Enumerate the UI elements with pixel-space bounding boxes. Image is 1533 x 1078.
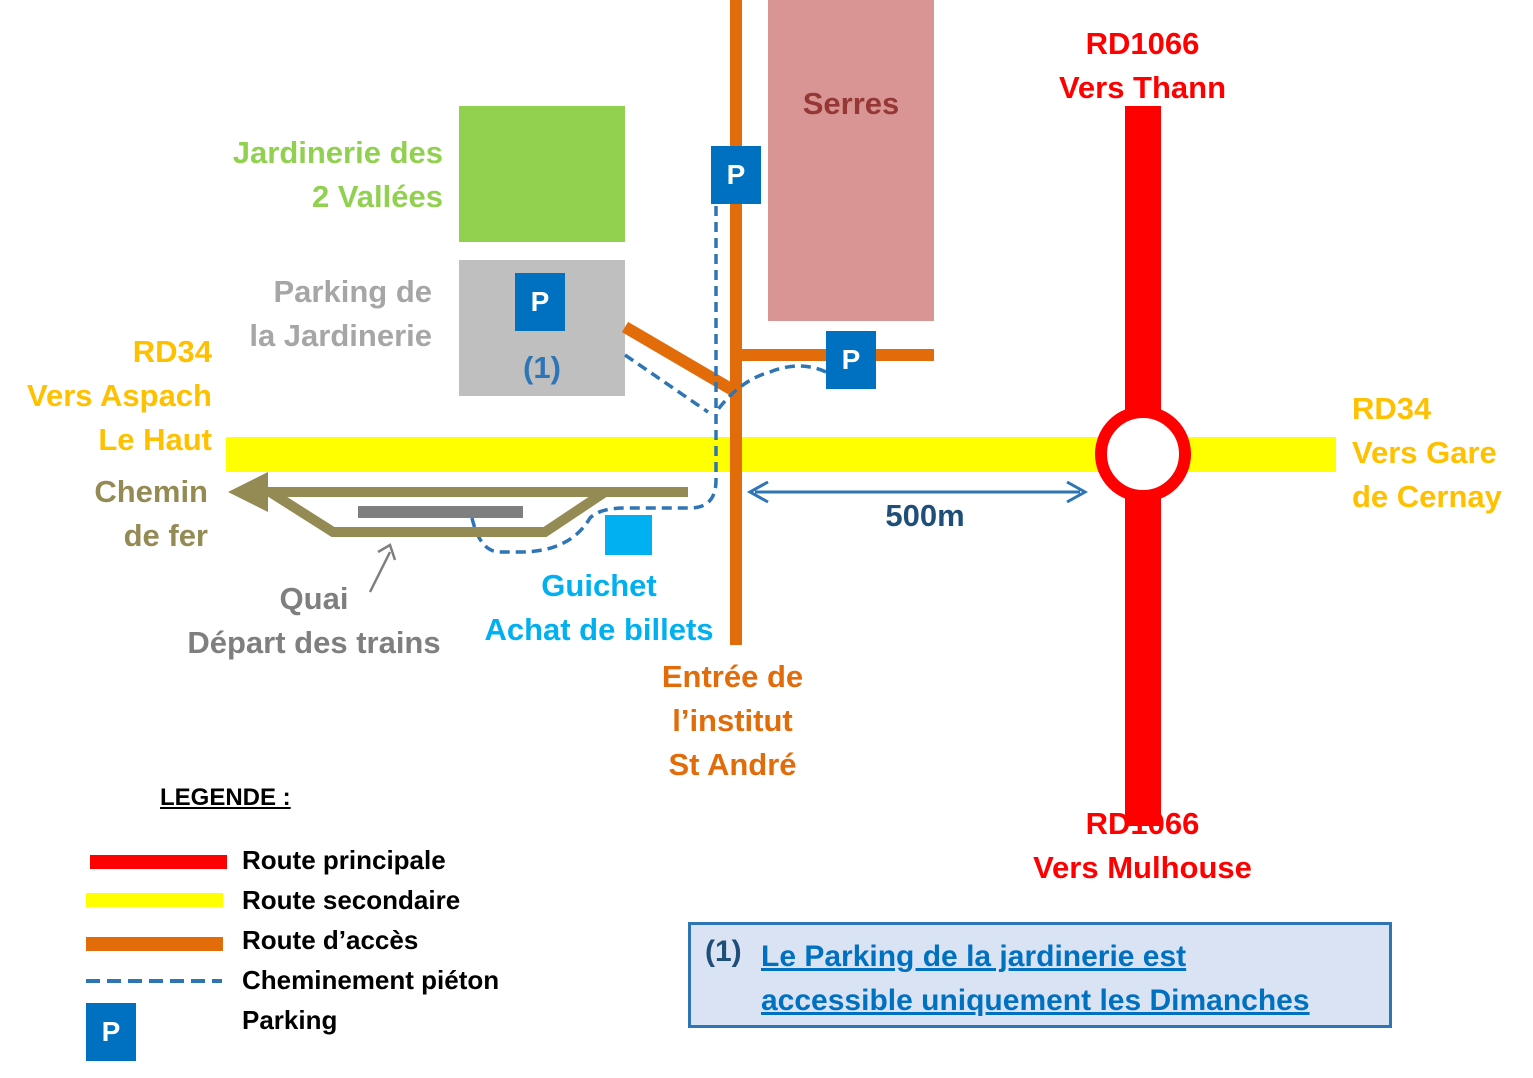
parking-icon-greenhouses[interactable]: P <box>826 331 876 389</box>
platform-block <box>358 506 523 518</box>
distance-arrow-right-head <box>1066 480 1089 504</box>
legend-label-secondary-road: Route secondaire <box>242 885 461 915</box>
parking-icon-garden[interactable]: P <box>515 273 565 331</box>
legend-swatch-main-road <box>90 855 227 869</box>
garden-center-block <box>459 106 625 242</box>
distance-arrow-left-head <box>746 480 769 504</box>
legend-label-parking: Parking <box>242 1005 338 1035</box>
platform-pointer-arrow <box>368 551 392 593</box>
label-ticket-office: Guichet Achat de billets <box>484 568 714 647</box>
legend-parking-icon: P <box>86 1003 136 1061</box>
parking-icon-north[interactable]: P <box>711 146 761 204</box>
greenhouses-block <box>768 0 934 321</box>
label-rd34-east: RD34 Vers Gare de Cernay <box>1352 391 1502 514</box>
access-road-to-garden-parking[interactable] <box>621 321 740 398</box>
label-distance: 500m <box>885 498 965 533</box>
legend-swatch-access-road <box>86 937 223 951</box>
label-institute-entrance: Entrée de l’institut St André <box>661 659 804 782</box>
label-rd1066-north: RD1066 Vers Thann <box>1058 26 1227 105</box>
label-platform: Quai Départ des trains <box>187 581 441 660</box>
platform-pointer-arrowhead <box>377 543 397 561</box>
pedestrian-path-greenhouse-parking <box>714 364 827 414</box>
note-box: (1) Le Parking de la jardinerie est acce… <box>688 922 1392 1028</box>
legend-title: LEGENDE : <box>160 784 291 811</box>
legend-swatch-secondary-road <box>86 893 223 907</box>
legend-label-access-road: Route d’accès <box>242 925 419 955</box>
label-rd34-west: RD34 Vers Aspach Le Haut <box>27 334 212 457</box>
label-garden-center: Jardinerie des 2 Vallées <box>232 135 443 214</box>
railway-track <box>252 487 688 537</box>
note-text[interactable]: Le Parking de la jardinerie est accessib… <box>761 940 1310 1017</box>
label-garden-parking: Parking de la Jardinerie <box>249 274 432 353</box>
pedestrian-path-parking-north <box>470 206 718 554</box>
label-greenhouses: Serres <box>802 86 900 121</box>
pedestrian-path-garden-parking <box>624 353 709 414</box>
railway-arrow-head <box>228 472 268 512</box>
note-number: (1) <box>705 935 742 968</box>
label-railway: Chemin de fer <box>94 474 208 553</box>
legend-label-pedestrian-path: Cheminement piéton <box>242 965 500 995</box>
roundabout[interactable] <box>1095 406 1191 502</box>
label-garden-parking-note-ref: (1) <box>523 350 561 385</box>
label-rd1066-south: RD1066 Vers Mulhouse <box>1033 806 1252 885</box>
ticket-office-block <box>605 515 652 555</box>
legend-label-main-road: Route principale <box>242 845 446 875</box>
